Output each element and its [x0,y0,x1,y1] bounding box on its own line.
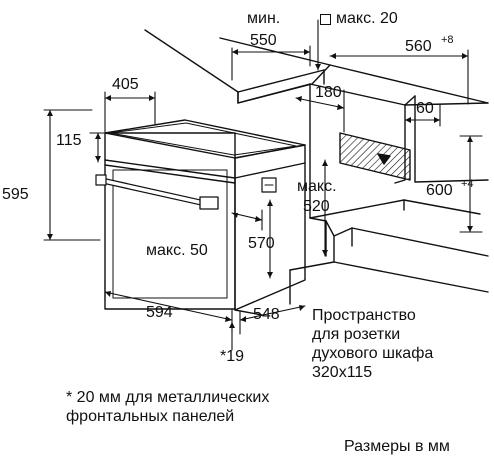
dim-548: 548 [253,306,280,323]
min-label: мин. [247,10,281,27]
socket-marker [377,153,391,165]
dim-550: 550 [250,32,277,49]
dim-595: 595 [2,186,29,203]
dimension-lines [43,19,483,351]
dim-570: 570 [248,235,275,252]
max-label: макс. [297,178,337,195]
footnote-line-2: фронтальных панелей [66,408,235,425]
max-50-label: макс. 50 [146,242,208,259]
mounting-bracket [261,177,277,193]
socket-note-line-1: Пространство [312,307,416,324]
socket-note-line-4: 320x115 [312,364,373,381]
dim-600-tolerance: +4 [461,178,474,190]
max-20-label: макс. 20 [336,10,398,27]
socket-note-line-2: для розетки [312,326,401,343]
cabinet-niche [144,29,489,305]
socket-space-note: Пространство для розетки духового шкафа … [312,306,433,382]
oven-front [104,132,236,310]
units-caption: Размеры в мм [344,438,450,455]
dim-560-tolerance: +8 [441,34,454,46]
niche-right-wall [394,104,406,184]
socket-space-hatch [339,132,411,181]
dim-560: 560 [405,38,432,55]
dim-520: 520 [303,198,330,215]
niche-left-wall [237,83,311,104]
dim-180: 180 [315,84,342,101]
dimension-arrows [47,49,473,328]
dim-594: 594 [146,304,173,321]
dim-115: 115 [56,132,82,149]
checkbox-square-icon [320,14,331,25]
countertop-edge [144,29,325,93]
dim-600: 600 [426,182,453,199]
dim-405: 405 [112,76,139,93]
footnote-line-1: * 20 мм для металлических [66,389,270,406]
oven-handle [95,174,219,210]
footnote-text: * 20 мм для металлических фронтальных па… [66,388,269,426]
dim-60: 60 [416,100,434,117]
oven-top [104,119,306,159]
footnote-marker-19: *19 [220,348,245,365]
socket-note-line-3: духового шкафа [312,345,434,362]
oven-body [95,119,306,316]
niche-floor [309,199,481,219]
oven-side [234,144,306,311]
